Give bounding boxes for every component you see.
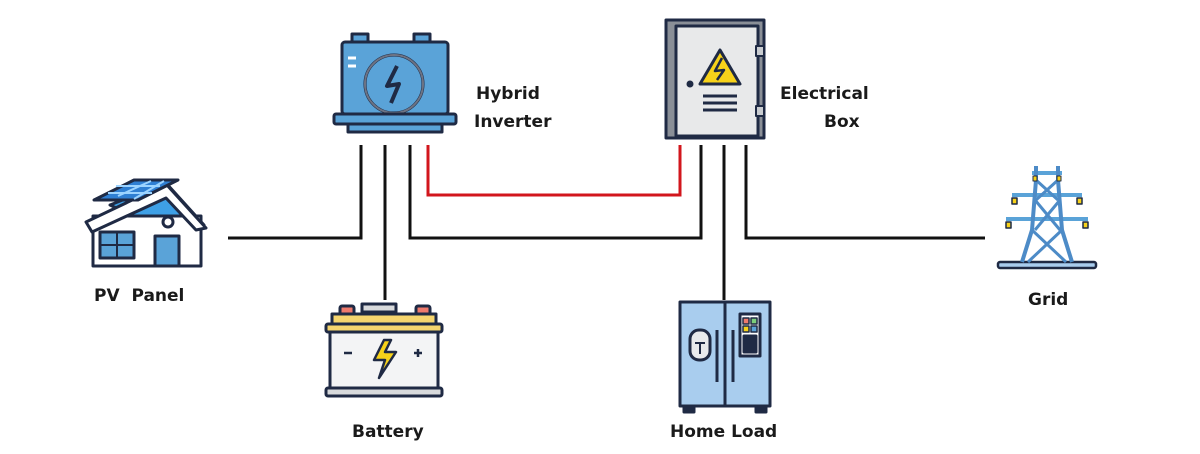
- solar-house-icon: [84, 178, 208, 268]
- box-to-grid-wire: [744, 145, 985, 240]
- electrical-box-label-line1: Electrical: [780, 84, 869, 104]
- electrical-box-icon: [664, 18, 766, 140]
- inverter-label-line1: Hybrid: [476, 84, 540, 104]
- battery-icon: [324, 302, 444, 398]
- grid-label: Grid: [1028, 290, 1069, 310]
- inverter-icon: [332, 32, 458, 134]
- refrigerator-icon: [678, 300, 772, 414]
- wires: [228, 145, 985, 300]
- pv-to-inverter-wire: [228, 145, 363, 240]
- battery-label: Battery: [352, 422, 424, 442]
- inverter-label-line2: Inverter: [474, 112, 552, 132]
- transmission-tower-icon: [996, 166, 1098, 270]
- inverter-to-box-ac-wire: [426, 145, 682, 197]
- electrical-box-label-line2: Box: [824, 112, 860, 132]
- inverter-to-box-wire: [408, 145, 703, 240]
- home-load-label: Home Load: [670, 422, 778, 442]
- pv-panel-label: PV Panel: [94, 286, 185, 306]
